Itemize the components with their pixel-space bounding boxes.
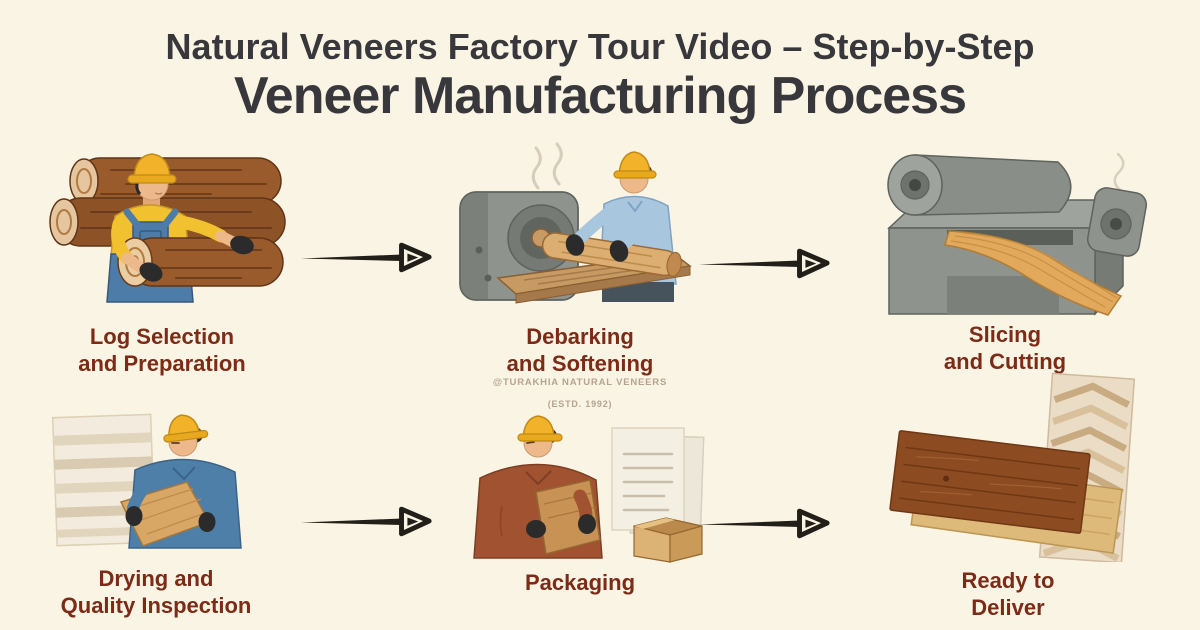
slicing-machine-icon [887, 152, 1148, 316]
cardboard-box [633, 517, 703, 563]
worker-arms [495, 487, 596, 538]
step-label: Ready to Deliver [961, 568, 1055, 620]
page-subtitle: Veneer Manufacturing Process [233, 67, 967, 125]
steam-wisps [531, 142, 563, 190]
watermark: @TURAKHIA NATURAL VENEERS (ESTD. 1992) [440, 377, 720, 409]
step-label: Drying and Quality Inspection [60, 566, 252, 618]
worker-selecting-logs-icon [49, 153, 286, 303]
arrow-right-icon [698, 248, 830, 279]
held-log [117, 237, 284, 287]
step-drying-inspection: Drying and Quality Inspection [25, 408, 287, 619]
step-label: Packaging [524, 570, 636, 595]
worker-arms [565, 205, 659, 262]
walnut-panel [889, 430, 1091, 534]
worker-debarking-machine-icon [459, 142, 692, 304]
watermark-estd: (ESTD. 1992) [547, 399, 613, 409]
step-label: Log Selection and Preparation [78, 324, 246, 376]
arrow-right-icon [300, 506, 432, 537]
step-log-selection: Log Selection and Preparation [22, 132, 302, 377]
worker-arms [125, 478, 227, 532]
step-debarking: Debarking and Softening [442, 132, 718, 377]
watermark-handle: @TURAKHIA NATURAL VENEERS [492, 377, 668, 388]
arrow-right-icon [300, 242, 432, 273]
step-packaging: Packaging [438, 406, 722, 596]
smoke-wisp [1113, 152, 1125, 192]
page-title: Natural Veneers Factory Tour Video – Ste… [165, 26, 1035, 67]
arrow-right-icon [698, 508, 830, 539]
paper-sheets [611, 427, 705, 537]
worker-arms [111, 215, 254, 282]
veneer-sheet [944, 230, 1123, 316]
step-label: Debarking and Softening [506, 324, 654, 376]
worker-packaging-icon [473, 415, 705, 563]
step-label: Slicing and Cutting [943, 322, 1067, 374]
worker-inspecting-veneer-icon [51, 413, 242, 549]
step-slicing: Slicing and Cutting [852, 138, 1158, 375]
step-ready-to-deliver: Ready to Deliver [862, 372, 1154, 621]
veneer-panels-icon [889, 372, 1136, 562]
